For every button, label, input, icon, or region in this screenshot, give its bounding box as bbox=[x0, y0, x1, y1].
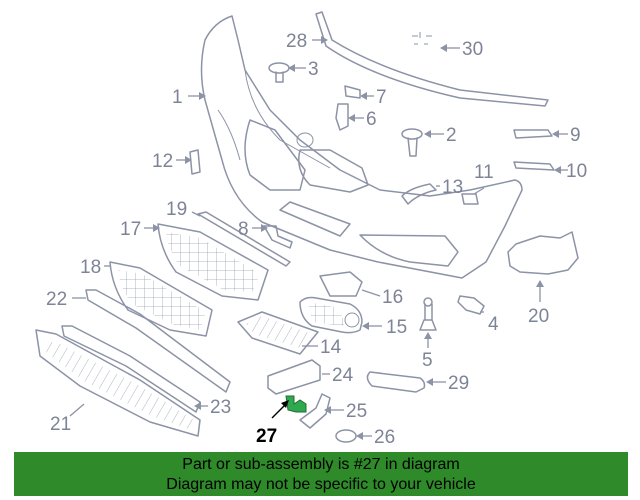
callout-1: 1 bbox=[172, 87, 183, 108]
callout-16: 16 bbox=[382, 287, 403, 308]
callout-22: 22 bbox=[46, 289, 67, 310]
part-27-bracket-highlighted bbox=[285, 395, 307, 413]
part-1-bumper-cover bbox=[200, 15, 523, 279]
part-12-cover bbox=[189, 149, 201, 175]
part-4-bracket bbox=[457, 295, 485, 315]
callout-labels: 1 2 3 4 5 6 7 8 9 10 11 13 12 14 15 16 1… bbox=[46, 31, 587, 448]
part-24-bracket bbox=[267, 359, 321, 395]
part-22-strip bbox=[85, 289, 231, 393]
callout-15: 15 bbox=[386, 317, 407, 338]
part-20-air-guide bbox=[507, 231, 579, 275]
footer-line-1: Part or sub-assembly is #27 in diagram bbox=[182, 456, 460, 473]
part-26-cap bbox=[335, 429, 357, 443]
part-19-strip bbox=[197, 211, 291, 267]
callout-23: 23 bbox=[210, 397, 231, 418]
footer-line-2: Diagram may not be specific to your vehi… bbox=[166, 476, 476, 493]
footer-banner: Part or sub-assembly is #27 in diagram D… bbox=[14, 452, 628, 496]
callout-6: 6 bbox=[366, 109, 377, 130]
part-28-trim-strip bbox=[315, 11, 549, 107]
leader-lines bbox=[69, 36, 568, 440]
callout-11: 11 bbox=[474, 162, 494, 183]
parts-diagram: 1 2 3 4 5 6 7 8 9 10 11 13 12 14 15 16 1… bbox=[35, 11, 587, 448]
part-2-bolt bbox=[401, 128, 423, 157]
callout-24: 24 bbox=[332, 365, 354, 386]
part-13-bracket bbox=[401, 183, 437, 205]
part-30-emblem bbox=[412, 32, 432, 45]
part-3-clip bbox=[268, 62, 290, 83]
callout-28: 28 bbox=[286, 31, 307, 52]
callout-5: 5 bbox=[422, 350, 433, 371]
callout-25: 25 bbox=[346, 401, 367, 422]
part-10-trim bbox=[513, 161, 555, 171]
part-9-trim bbox=[513, 129, 553, 139]
callout-20: 20 bbox=[528, 306, 549, 327]
part-21-absorber bbox=[35, 329, 201, 437]
part-8-bracket bbox=[263, 225, 293, 249]
callout-8: 8 bbox=[238, 219, 249, 240]
callout-10: 10 bbox=[566, 161, 587, 182]
callout-9: 9 bbox=[570, 125, 581, 146]
part-5-pin bbox=[419, 297, 437, 331]
callout-27-highlighted: 27 bbox=[256, 426, 277, 447]
part-29-reflector bbox=[366, 371, 426, 393]
callout-13: 13 bbox=[442, 177, 463, 198]
callout-7: 7 bbox=[376, 87, 387, 108]
part-7-bracket bbox=[344, 85, 361, 99]
part-15-grille-frame bbox=[299, 296, 363, 334]
part-14-grille bbox=[237, 311, 319, 355]
part-25-bracket bbox=[299, 393, 331, 429]
callout-2: 2 bbox=[446, 125, 457, 146]
callout-26: 26 bbox=[374, 427, 395, 448]
callout-18: 18 bbox=[80, 257, 101, 278]
callout-21: 21 bbox=[50, 414, 71, 435]
callout-29: 29 bbox=[448, 373, 469, 394]
callout-17: 17 bbox=[120, 219, 141, 240]
callout-30: 30 bbox=[462, 39, 483, 60]
part-16-bracket bbox=[319, 271, 363, 297]
part-11-cover bbox=[461, 193, 479, 205]
callout-12: 12 bbox=[152, 151, 173, 172]
callout-14: 14 bbox=[320, 337, 342, 358]
callout-19: 19 bbox=[166, 199, 187, 220]
callout-3: 3 bbox=[308, 59, 319, 80]
callout-4: 4 bbox=[488, 314, 499, 335]
part-6-bracket bbox=[335, 103, 349, 131]
part-18-grille bbox=[109, 261, 213, 337]
part-17-grille bbox=[157, 223, 269, 301]
